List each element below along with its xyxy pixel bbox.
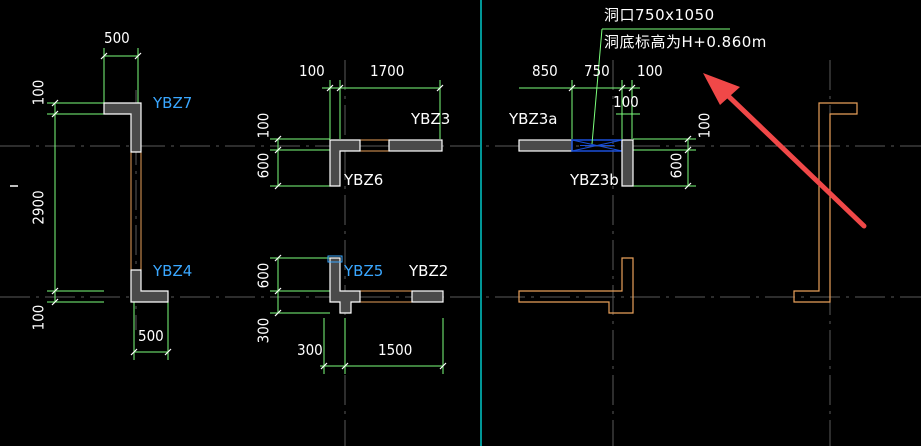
column-ybz3[interactable] [388, 139, 443, 152]
ybz5-highlight [327, 255, 343, 263]
dim-500-bottom: 500 [138, 327, 164, 345]
wall-outline-far-right[interactable] [793, 102, 858, 303]
left-dim-ticks [51, 52, 172, 356]
dim-500-top: 500 [104, 29, 130, 47]
dim-600-middle-vertical: 600 [254, 152, 273, 179]
dim-100-right-top: 100 [637, 62, 663, 80]
column-ybz3a[interactable] [518, 139, 573, 152]
column-ybz6[interactable] [329, 139, 361, 187]
annotation-arrow[interactable] [703, 73, 867, 229]
opening-note-sill-elevation[interactable]: 洞底标高为H+0.860m [604, 33, 767, 51]
right-dimensions [519, 80, 696, 187]
dim-750: 750 [584, 62, 610, 80]
dim-100-right-small: 100 [613, 93, 639, 111]
wall-thin-left [130, 152, 142, 270]
tag-ybz2[interactable]: YBZ2 [409, 262, 449, 280]
column-ybz5[interactable] [329, 257, 361, 314]
tag-ybz3b[interactable]: YBZ3b [570, 171, 619, 189]
dim-1700: 1700 [370, 62, 405, 80]
dim-100-middle-vertical: 100 [254, 112, 273, 139]
dim-600-right-vertical: 600 [667, 152, 686, 179]
dim-1500: 1500 [378, 341, 413, 359]
dim-300-middle-lower: 300 [254, 317, 273, 344]
dim-100-left-bottom: 100 [29, 304, 48, 331]
column-ybz7[interactable] [103, 102, 142, 153]
tag-ybz7[interactable]: YBZ7 [153, 94, 193, 112]
tag-ybz6[interactable]: YBZ6 [344, 171, 384, 189]
wall-outline-lower-right-middle[interactable] [518, 257, 634, 314]
left-dimensions [47, 48, 169, 360]
tag-ybz3a[interactable]: YBZ3a [509, 110, 558, 128]
opening-note-size[interactable]: 洞口750x1050 [604, 6, 715, 24]
dim-600-middle-lower: 600 [254, 262, 273, 289]
tag-ybz4[interactable]: YBZ4 [153, 262, 193, 280]
dim-2900: 2900 [29, 190, 48, 225]
middle-dimensions [270, 80, 444, 374]
column-ybz2[interactable] [411, 290, 444, 303]
dim-850: 850 [532, 62, 558, 80]
opening-leader [591, 28, 730, 145]
dim-100-middle-top: 100 [299, 62, 325, 80]
wall-thin-middle [360, 139, 412, 303]
middle-dim-ticks [274, 84, 447, 370]
dim-100-right-vertical: 100 [695, 112, 714, 139]
right-dim-ticks [568, 84, 692, 190]
column-ybz4[interactable] [130, 269, 169, 303]
tag-ybz3[interactable]: YBZ3 [411, 110, 451, 128]
dim-300-middle-bottom: 300 [297, 341, 323, 359]
dim-100-left-top: 100 [29, 79, 48, 106]
tag-ybz5[interactable]: YBZ5 [344, 262, 384, 280]
column-ybz3b[interactable] [621, 139, 634, 187]
